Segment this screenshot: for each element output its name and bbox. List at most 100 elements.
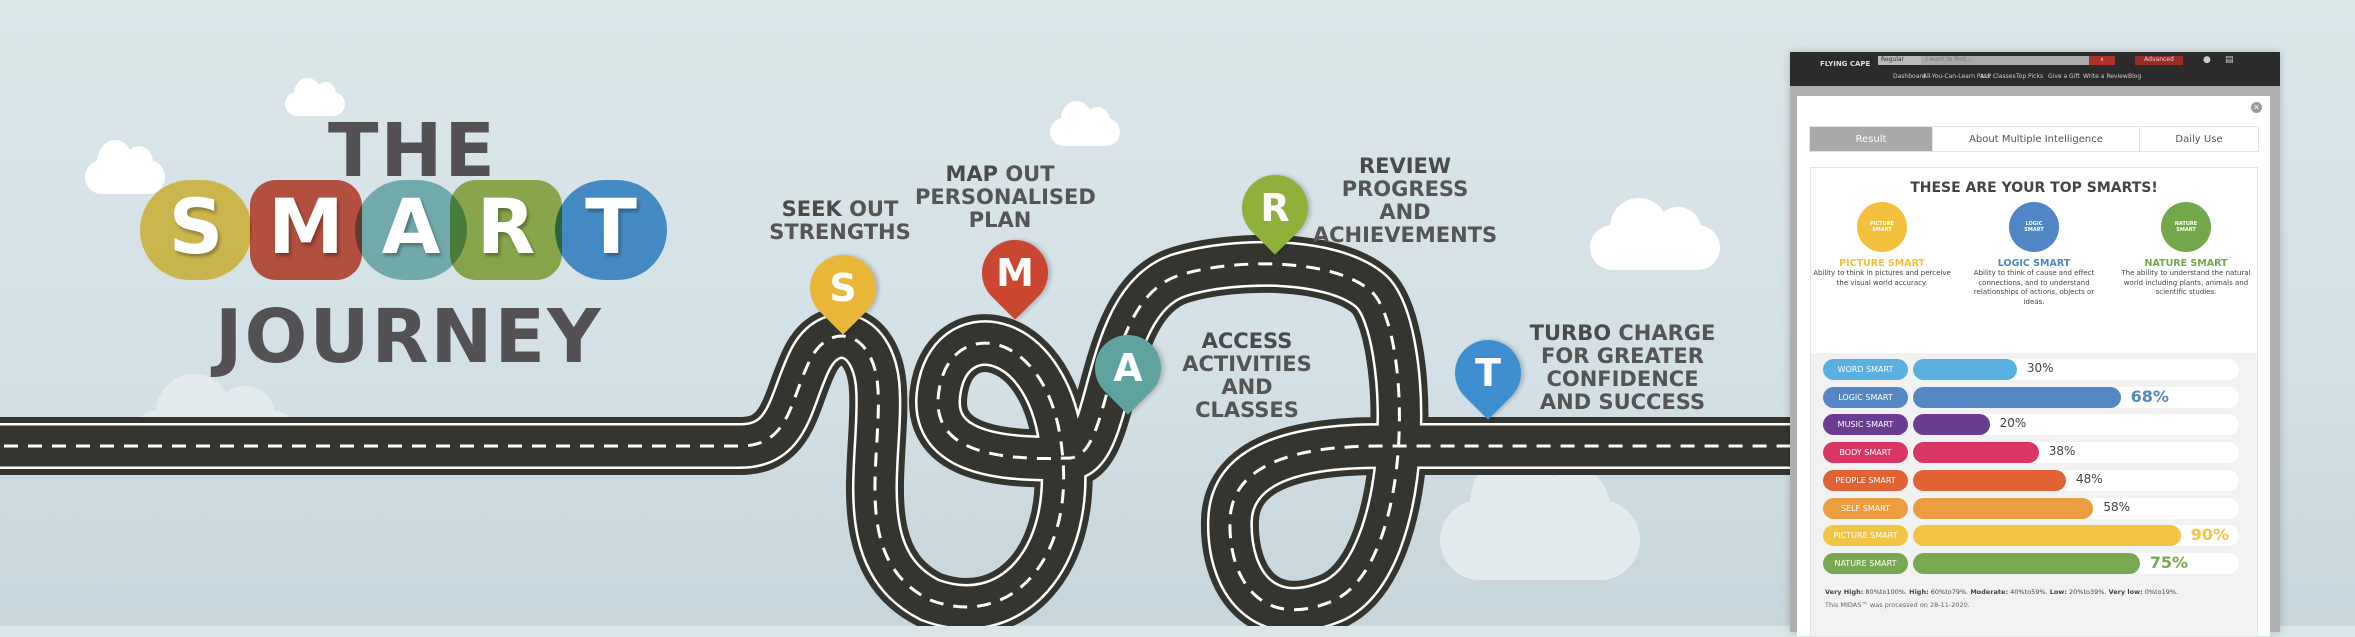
browser-window: FLYING CAPE Regular I want to find... ⌕ … [1790, 52, 2280, 637]
bar-track: 90% [1913, 525, 2239, 547]
results-modal: ✕ Result About Multiple Intelligence Dai… [1797, 96, 2270, 637]
cloud [285, 77, 345, 116]
legend-value: 20%to39%. [2069, 588, 2107, 596]
bar-track: 75% [1913, 552, 2239, 574]
pin-letter: A [1113, 346, 1143, 390]
step-keyword: SEEK [781, 197, 842, 221]
legend-value: 0%to19%. [2144, 588, 2179, 596]
nav-link[interactable]: Dashboard [1893, 73, 1926, 80]
bar-percent: 38% [2048, 444, 2076, 459]
speech-bubble [250, 180, 362, 280]
badge-text: PICTURE [1870, 221, 1894, 227]
nav-link[interactable]: Top Picks [2016, 73, 2044, 80]
smart-label: SELF SMART [1823, 497, 1908, 519]
nav-link[interactable]: Give a Gift [2048, 73, 2080, 80]
speech-bubble [355, 180, 467, 280]
step-text: AND [1221, 375, 1273, 399]
processed-date: This MIDAS™ was processed on 28-11-2020. [1825, 601, 1970, 609]
badge-text: SMART [2024, 227, 2044, 233]
step-keyword: ACCESS [1201, 329, 1293, 353]
step-text: PERSONALISED [915, 185, 1096, 209]
logo-letter: M [268, 182, 344, 271]
pin-letter: T [1475, 351, 1501, 395]
top-smart-name: PICTURE SMART [1839, 258, 1925, 269]
cart-icon[interactable]: ▤ [2225, 55, 2234, 65]
bar-fill [1913, 414, 1990, 436]
speech-bubble [555, 180, 667, 280]
top-smart-desc: Ability to think in pictures and perceiv… [1813, 269, 1951, 287]
cloud [1590, 198, 1720, 270]
badge-text: SMART [2176, 227, 2196, 233]
bar-track: 68% [1913, 386, 2239, 408]
advanced-button[interactable]: Advanced [2135, 56, 2183, 65]
nav-link[interactable]: Blog [2128, 73, 2142, 80]
search-input[interactable]: I want to find... [1921, 56, 2089, 65]
step-keyword: REVIEW [1358, 154, 1452, 178]
bar-percent: 75% [2149, 552, 2189, 572]
results-title: THESE ARE YOUR TOP SMARTS! [1910, 180, 2158, 196]
smart-label: BODY SMART [1823, 442, 1908, 464]
tab-result[interactable]: Result [1810, 127, 1933, 151]
bar-fill [1913, 442, 2039, 464]
bar-percent: 48% [2076, 471, 2103, 486]
legend-key: Very low: [2108, 588, 2143, 596]
tab-daily-use[interactable]: Daily Use [2175, 133, 2223, 145]
legend-value: 80%to100%. [1865, 588, 1908, 596]
top-smart-desc: Ability to think of cause and effect con… [1973, 269, 2095, 306]
badge-text: SMART [1872, 227, 1892, 233]
smart-label: PEOPLE SMART [1823, 469, 1908, 491]
bar-fill [1913, 497, 2094, 519]
badge-text: LOGIC [2025, 221, 2043, 227]
pin-letter: M [996, 251, 1034, 295]
bar-track: 30% [1913, 359, 2239, 380]
bar-fill [1913, 386, 2121, 408]
tab-bar: Result About Multiple Intelligence Daily… [1809, 126, 2259, 152]
bar-fill [1913, 469, 2067, 491]
nav-link[interactable]: Write a Review [2083, 73, 2128, 80]
step-text: AND SUCCESS [1539, 390, 1706, 414]
step-keyword: TURBO [1529, 321, 1612, 345]
step-text: ACTIVITIES [1182, 352, 1312, 376]
badge-text: NATURE [2174, 221, 2198, 227]
bar-percent: 58% [2103, 499, 2130, 514]
smart-row: SELF SMART 58% [1823, 497, 2251, 519]
bar-percent: 68% [2130, 386, 2169, 406]
bar-track: 20% [1913, 414, 2239, 436]
bar-track: 58% [1913, 497, 2239, 519]
tab-about[interactable]: About Multiple Intelligence [1933, 127, 2140, 151]
step-text: CLASSES [1195, 398, 1299, 422]
smart-label: NATURE SMART [1823, 552, 1908, 574]
top-smart-desc: The ability to understand the natural wo… [2121, 269, 2251, 296]
search-button[interactable]: ⌕ [2089, 56, 2115, 65]
smart-row: BODY SMART 38% [1823, 442, 2251, 464]
smart-row: PEOPLE SMART 48% [1823, 469, 2251, 491]
user-icon[interactable]: ● [2203, 55, 2211, 65]
bar-fill [1913, 552, 2140, 574]
search-scope-select[interactable]: Regular [1878, 56, 1921, 65]
pin-s: S [796, 241, 890, 335]
logo-letter: S [168, 182, 224, 271]
nav-link[interactable]: All-You-Can-Learn Pass [1923, 73, 1991, 80]
step-text: CONFIDENCE [1546, 367, 1699, 391]
step-text: PROGRESS [1341, 177, 1469, 201]
smart-row: NATURE SMART 75% [1823, 552, 2251, 574]
step-text: AND [1379, 200, 1431, 224]
logo-letter: A [381, 182, 441, 271]
brand-logo[interactable]: FLYING CAPE [1820, 60, 1871, 68]
logo-letter: R [476, 182, 536, 271]
pin-m: M [968, 226, 1062, 320]
close-icon[interactable]: ✕ [2251, 102, 2262, 113]
smart-label: MUSIC SMART [1823, 414, 1908, 436]
logo-the: THE [328, 108, 497, 194]
nav-link[interactable]: ALP Classes [1980, 73, 2016, 80]
